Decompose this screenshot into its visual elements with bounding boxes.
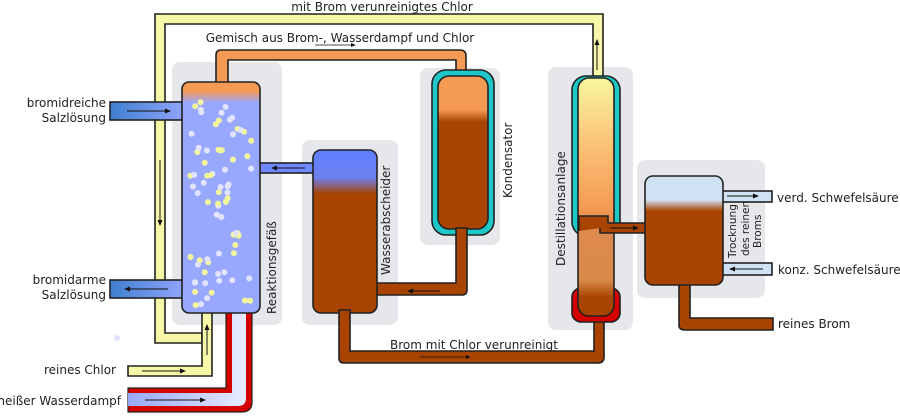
bubble	[212, 121, 219, 128]
label-bromide-rich-2: Salzlösung	[42, 111, 106, 125]
bubble	[218, 214, 225, 220]
label-bromide-poor: bromidarme	[33, 273, 106, 287]
bubble	[197, 301, 204, 308]
bubble	[191, 171, 198, 178]
bubble	[215, 270, 222, 277]
bubble	[230, 250, 237, 257]
bubble	[217, 184, 224, 190]
label-drying-3: Broms	[752, 215, 764, 248]
bubble	[225, 181, 232, 188]
bubble	[247, 297, 254, 304]
water-separator	[312, 149, 378, 314]
bubble	[241, 297, 248, 304]
bubble	[197, 106, 204, 113]
bubble	[202, 280, 209, 287]
steam-pipe	[128, 305, 246, 406]
bubble	[190, 183, 196, 190]
bubble	[232, 242, 239, 248]
bubble	[201, 159, 208, 166]
bubble	[195, 261, 201, 268]
bubble	[215, 250, 222, 257]
label-condenser: Kondensator	[501, 123, 515, 198]
label-conc-acid: konz. Schwefelsäure	[778, 263, 900, 277]
label-distillation: Destillationsanlage	[554, 151, 568, 266]
bubble	[246, 275, 253, 282]
bubble	[192, 103, 199, 110]
distillate-pipe	[578, 215, 647, 234]
bubble	[187, 254, 194, 260]
bubble	[194, 190, 201, 197]
bubble	[213, 211, 220, 218]
bubble	[224, 195, 231, 202]
bubble	[204, 295, 211, 302]
bubble	[237, 127, 244, 133]
bubble	[204, 172, 211, 179]
bubble	[208, 289, 215, 296]
label-pure-chlorine: reines Chlor	[44, 363, 116, 377]
bubble	[215, 189, 222, 196]
distillation-column	[577, 77, 615, 317]
bubble	[230, 131, 236, 138]
bubble	[192, 302, 199, 309]
bubble	[191, 279, 198, 286]
bubble	[229, 277, 236, 284]
bubble	[200, 179, 207, 186]
bubble	[218, 109, 225, 116]
label-bromide-rich: bromidreiche	[27, 96, 106, 110]
bubble	[244, 153, 251, 160]
drying-vessel	[644, 175, 724, 286]
bubble	[215, 200, 221, 207]
bubble	[222, 166, 228, 173]
bubble	[217, 147, 224, 154]
bubble	[204, 199, 211, 206]
bubble	[201, 269, 208, 276]
label-drying-1: Trocknung	[727, 204, 739, 259]
bubble	[230, 156, 236, 163]
bubble	[204, 256, 211, 263]
label-hot-steam: heißer Wasserdampf	[0, 394, 122, 408]
bubble	[188, 130, 195, 137]
label-separator: Wasserabscheider	[379, 166, 393, 275]
bubble	[197, 99, 204, 106]
label-reactor: Reaktionsgefäß	[265, 221, 279, 314]
bubble	[224, 189, 231, 196]
label-pure-bromine: reines Brom	[778, 317, 850, 331]
bubble	[248, 137, 255, 144]
label-bromide-poor-2: Salzlösung	[42, 288, 106, 302]
gas-bubbles	[187, 99, 255, 309]
label-impure-bromine: Brom mit Chlor verunreinigt	[390, 338, 558, 352]
bubble	[232, 230, 239, 236]
label-impure-chlorine: mit Brom verunreinigtes Chlor	[291, 0, 473, 14]
stray-bubble	[114, 335, 120, 341]
label-drying-2: des reinen	[740, 201, 752, 256]
pure-bromine-pipe	[678, 281, 774, 331]
bubble	[203, 147, 210, 154]
label-gas-mix: Gemisch aus Brom-, Wasserdampf und Chlor	[206, 31, 475, 45]
bubble	[221, 269, 228, 276]
condenser	[437, 75, 489, 230]
reaction-vessel	[181, 81, 261, 314]
bubble	[222, 103, 229, 110]
bubble	[195, 144, 202, 151]
bubble	[248, 165, 255, 172]
bubble	[226, 116, 233, 123]
label-dilute-acid: verd. Schwefelsäure	[777, 191, 899, 205]
bubble	[216, 277, 223, 284]
bubble	[192, 288, 199, 295]
